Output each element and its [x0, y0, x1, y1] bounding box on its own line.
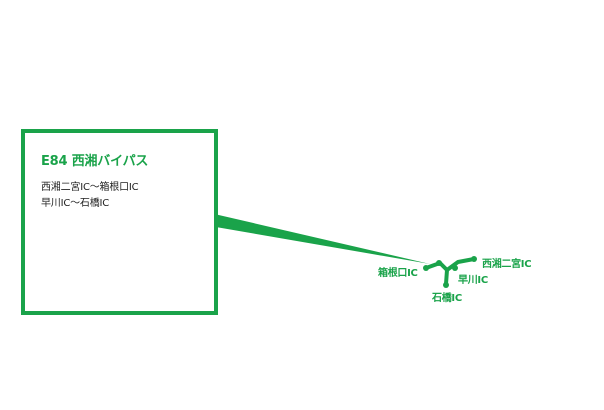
ic-marker-ishibashi[interactable]	[443, 282, 449, 288]
ic-marker-hakoneguchi[interactable]	[423, 265, 429, 271]
ic-label-nishonomiya[interactable]: 西湘二宮IC	[482, 259, 532, 270]
route-section: 西湘二宮IC〜箱根口IC	[41, 182, 139, 193]
ic-marker-hayakawa[interactable]	[452, 265, 458, 271]
ic-marker-nishonomiya[interactable]	[471, 256, 477, 262]
route-line	[424, 257, 476, 272]
ic-label-ishibashi[interactable]: 石橋IC	[432, 293, 462, 304]
route-info-callout: E84 西湘バイパス 西湘二宮IC〜箱根口IC 早川IC〜石橋IC	[21, 129, 218, 315]
route-section: 早川IC〜石橋IC	[41, 198, 110, 209]
callout-pointer	[210, 213, 430, 264]
ic-marker-junction	[436, 260, 442, 266]
ic-label-hakoneguchi[interactable]: 箱根口IC	[378, 268, 418, 279]
route-spur	[444, 268, 449, 286]
ic-label-hayakawa[interactable]: 早川IC	[458, 275, 488, 286]
route-title: E84 西湘バイパス	[41, 154, 149, 169]
